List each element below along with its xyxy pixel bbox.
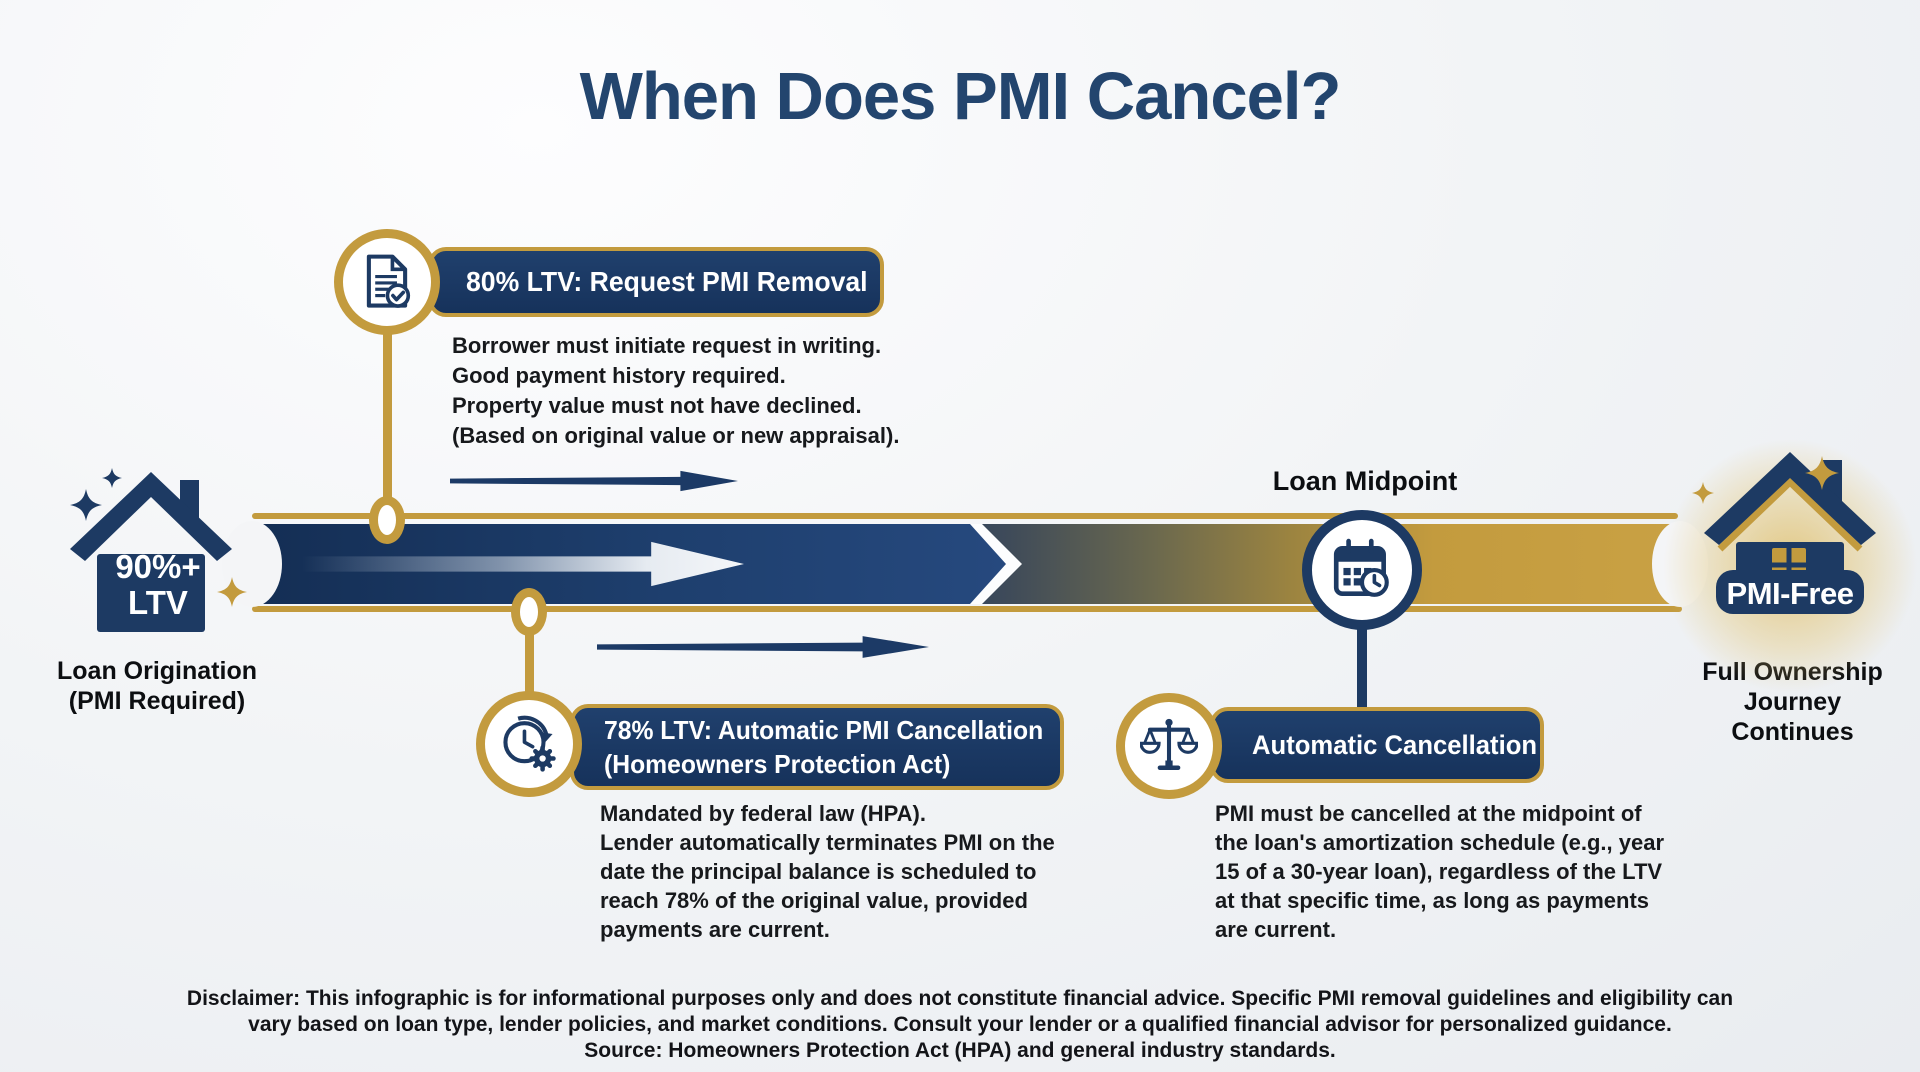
milestone-78-circle — [476, 691, 582, 797]
pmi-free-badge: PMI-Free — [1726, 576, 1854, 611]
detail-line: Borrower must initiate request in writin… — [452, 333, 882, 358]
sparkle-icon — [1692, 482, 1714, 504]
milestone-78-badge-line2: (Homeowners Protection Act) — [604, 749, 951, 779]
disclaimer-line2: vary based on loan type, lender policies… — [248, 1013, 1672, 1036]
origin-caption-line1: Loan Origination — [57, 657, 257, 685]
origin-caption: Loan Origination (PMI Required) — [47, 656, 267, 716]
destination-house-icon — [1704, 452, 1876, 614]
milestone-80-circle — [334, 229, 440, 335]
milestone-78-badge-line1: 78% LTV: Automatic PMI Cancellation — [604, 715, 1044, 745]
detail-line: Good payment history required. — [452, 363, 786, 388]
detail-paragraph: PMI must be cancelled at the midpoint of… — [1215, 801, 1665, 942]
midpoint-badge-label: Automatic Cancellation — [1252, 729, 1538, 760]
milestone-78-details: Mandated by federal law (HPA). Lender au… — [600, 799, 1070, 944]
detail-line: Mandated by federal law (HPA). — [600, 801, 926, 826]
connector-midpoint-line — [1357, 624, 1367, 712]
detail-paragraph: Lender automatically terminates PMI on t… — [600, 830, 1055, 942]
scales-of-justice-icon — [1140, 718, 1198, 771]
connector-78-node — [511, 588, 547, 636]
timeline-bottom-rail — [252, 606, 1682, 612]
detail-line: (Based on original value or new appraisa… — [452, 423, 900, 448]
sparkle-icon — [1805, 456, 1839, 490]
source-line: Source: Homeowners Protection Act (HPA) … — [584, 1039, 1336, 1062]
loan-midpoint-circle — [1302, 510, 1422, 630]
footer-disclaimer: Disclaimer: This infographic is for info… — [0, 986, 1920, 1064]
origin-house-icon — [70, 472, 232, 632]
connector-80-line — [383, 333, 392, 505]
milestone-80-badge: 80% LTV: Request PMI Removal — [428, 247, 884, 317]
origin-ltv-line1: 90%+ — [115, 548, 201, 585]
page-title: When Does PMI Cancel? — [579, 59, 1342, 134]
clock-auto-icon — [503, 715, 556, 772]
detail-line: Property value must not have declined. — [452, 393, 862, 418]
loan-midpoint-label: Loan Midpoint — [1272, 466, 1458, 496]
timeline-top-rail — [252, 513, 1678, 519]
document-check-icon — [366, 254, 411, 308]
sparkle-icon — [102, 468, 122, 488]
sparkle-icon — [70, 489, 102, 521]
disclaimer-line1: Disclaimer: This infographic is for info… — [186, 987, 1734, 1010]
forward-arrow-bottom-icon — [597, 636, 929, 658]
midpoint-scales-circle — [1116, 693, 1222, 799]
origin-ltv-line2: LTV — [128, 584, 188, 621]
midpoint-details: PMI must be cancelled at the midpoint of… — [1215, 799, 1667, 944]
milestone-80-details: Borrower must initiate request in writin… — [452, 331, 899, 451]
midpoint-badge: Automatic Cancellation — [1210, 707, 1544, 783]
sparkle-icon — [217, 577, 247, 607]
destination-caption-line2: Journey Continues — [1731, 688, 1854, 746]
forward-arrow-top-icon — [450, 470, 738, 492]
milestone-80-badge-label: 80% LTV: Request PMI Removal — [466, 266, 868, 297]
milestone-78-badge: 78% LTV: Automatic PMI Cancellation (Hom… — [570, 704, 1064, 790]
origin-caption-line2: (PMI Required) — [68, 687, 246, 715]
calendar-clock-icon — [1333, 538, 1389, 597]
connector-78-line — [525, 610, 534, 698]
origin-ltv-value: 90%+ LTV — [103, 549, 213, 621]
connector-80-node — [369, 496, 405, 544]
